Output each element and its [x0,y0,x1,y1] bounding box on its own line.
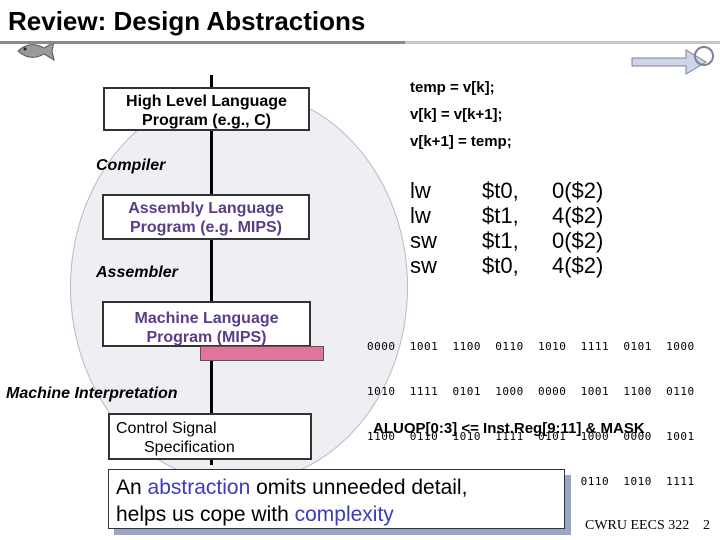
machine-interpretation-label: Machine Interpretation [6,385,178,402]
machine-line2: Program (MIPS) [146,329,267,346]
asm-reg: $t1, [482,203,519,228]
asm-op: lw [410,203,431,228]
hll-line2: Program (e.g., C) [142,112,271,129]
binary-line: 0000 1001 1100 0110 1010 1111 0101 1000 [367,340,695,353]
high-level-language-box: High Level Language Program (e.g., C) [103,87,310,131]
asm-regs-column: $t0, $t1, $t1, $t0, [482,178,519,278]
title-rule-left [0,41,405,44]
note-line2: helps us cope with complexity [116,501,557,528]
machine-code-bar [200,346,324,361]
arrow-logo-icon [631,46,714,75]
page-number: 2 [703,518,710,533]
asm-op: lw [410,178,431,203]
machine-line1: Machine Language [134,310,279,327]
asm-reg: $t1, [482,228,519,253]
note-text: An [116,476,148,499]
asm-reg: $t0, [482,178,519,203]
binary-line: 1100 0110 1010 1111 0101 1000 0000 1001 [367,430,695,443]
asm-op: sw [410,228,437,253]
note-line1: An abstraction omits unneeded detail, [116,474,557,501]
c-code-line: temp = v[k]; [410,79,495,96]
asm-op: sw [410,253,437,278]
abstraction-note: An abstraction omits unneeded detail, he… [108,469,565,529]
c-code-line: v[k+1] = temp; [410,133,512,150]
machine-language-box: Machine Language Program (MIPS) [102,301,311,347]
course-footer: CWRU EECS 322 [585,518,690,533]
c-code-block: temp = v[k]; v[k] = v[k+1]; v[k+1] = tem… [410,74,512,155]
compiler-label: Compiler [96,157,166,174]
fish-icon [17,40,55,62]
hll-line1: High Level Language [126,93,287,110]
asm-addr: 4($2) [552,203,604,228]
note-highlight: complexity [294,503,394,526]
slide-title: Review: Design Abstractions [8,6,366,36]
assembler-label: Assembler [96,264,178,281]
asm-addr: 0($2) [552,228,604,253]
title-rule-right [405,41,720,44]
aluop-statement: ALUOP[0:3] <= Inst.Reg[9:11] & MASK [373,420,645,437]
c-code-line: v[k] = v[k+1]; [410,106,503,123]
asm-reg: $t0, [482,253,519,278]
asm-ops-column: lw lw sw sw [410,178,437,278]
asm-line2: Program (e.g. MIPS) [129,219,283,236]
asm-addr: 0($2) [552,178,604,203]
control-signal-box: Control Signal Specification [108,413,312,460]
note-highlight: abstraction [147,476,251,499]
note-text: omits unneeded detail, [250,476,468,499]
control-line2: Specification [144,439,235,456]
asm-line1: Assembly Language [128,200,284,217]
control-line1: Control Signal [116,420,217,437]
asm-addrs-column: 0($2) 4($2) 0($2) 4($2) [552,178,603,278]
assembly-language-box: Assembly Language Program (e.g. MIPS) [102,194,310,240]
hierarchy-stem [210,75,213,465]
binary-block: 0000 1001 1100 0110 1010 1111 0101 1000 … [367,309,695,504]
binary-line: 1010 1111 0101 1000 0000 1001 1100 0110 [367,385,695,398]
asm-addr: 4($2) [552,253,604,278]
note-text: helps us cope with [116,503,295,526]
